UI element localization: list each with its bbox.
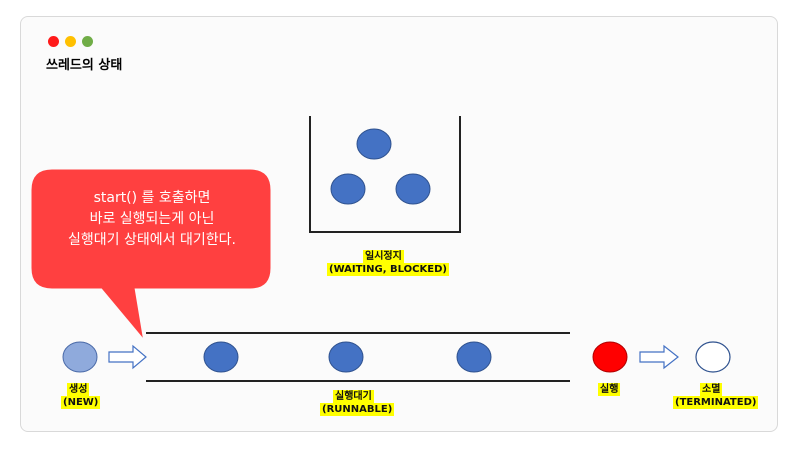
runnable-state-name: 실행대기	[333, 390, 374, 403]
terminated-state-code: (TERMINATED)	[673, 396, 759, 409]
runnable-thread-circle	[328, 341, 364, 373]
page-title: 쓰레드의 상태	[46, 58, 123, 73]
waiting-thread-circle	[356, 128, 392, 160]
arrow-running-to-terminated	[639, 344, 679, 370]
terminated-thread-circle	[695, 341, 731, 373]
callout-text: start() 를 호출하면 바로 실행되는게 아닌 실행대기 상태에서 대기한…	[34, 188, 270, 251]
new-thread-circle	[62, 341, 98, 373]
new-state-name: 생성	[67, 383, 90, 396]
blocked-state-name: 일시정지	[363, 250, 404, 263]
callout-line: 실행대기 상태에서 대기한다.	[68, 232, 236, 248]
new-state-code: (NEW)	[61, 396, 101, 409]
maximize-dot[interactable]	[82, 36, 93, 47]
terminated-state-name: 소멸	[700, 383, 723, 396]
running-state-name: 실행	[598, 383, 621, 396]
minimize-dot[interactable]	[65, 36, 76, 47]
waiting-thread-circle	[330, 173, 366, 205]
window-controls	[48, 36, 93, 47]
runnable-thread-circle	[456, 341, 492, 373]
callout-bubble	[31, 169, 271, 338]
blocked-state-code: (WAITING, BLOCKED)	[327, 263, 449, 276]
callout-line: start() 를 호출하면	[93, 190, 211, 206]
running-thread-circle	[592, 341, 628, 373]
waiting-thread-circle	[395, 173, 431, 205]
callout-line: 바로 실행되는게 아닌	[89, 211, 215, 227]
waiting-pool-container	[309, 116, 461, 233]
arrow-new-to-runnable	[108, 344, 147, 370]
close-dot[interactable]	[48, 36, 59, 47]
runnable-thread-circle	[203, 341, 239, 373]
runnable-state-code: (RUNNABLE)	[320, 403, 395, 416]
